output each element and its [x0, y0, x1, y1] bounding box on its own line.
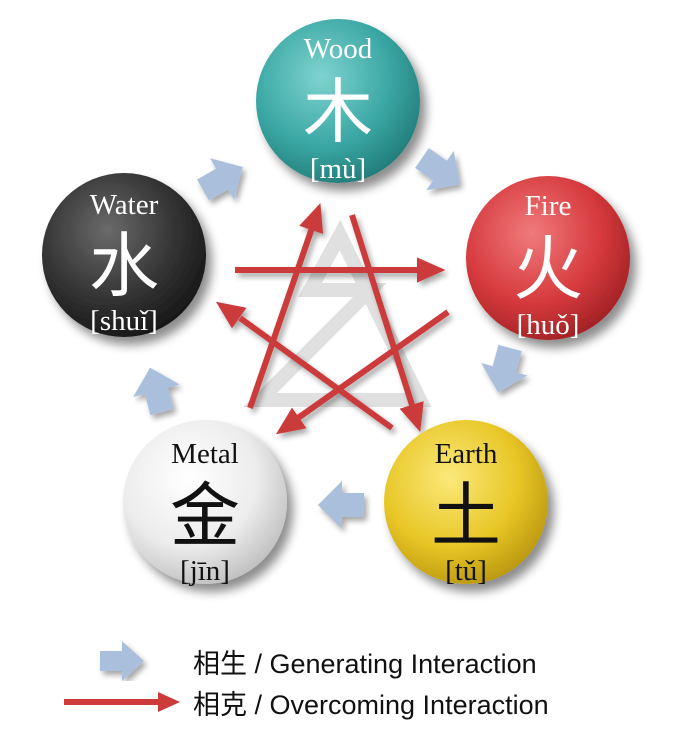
earth-pinyin: [tǔ]	[445, 555, 487, 587]
overcoming-arrow-wood-earth	[349, 214, 424, 433]
metal-glyph: 金	[170, 479, 240, 556]
water-circle	[42, 173, 206, 337]
water-glyph: 水	[89, 229, 159, 306]
overcoming-arrow-fire-metal	[275, 309, 450, 435]
generating-arrow-wood-fire	[415, 148, 460, 191]
overcoming-arrow-icon	[64, 692, 180, 712]
wood-circle	[256, 19, 420, 183]
element-water: Water 水 [shuǐ]	[42, 173, 206, 337]
element-metal: Metal 金 [jīn]	[123, 420, 287, 587]
metal-circle	[123, 420, 287, 584]
water-pinyin: [shuǐ]	[90, 305, 158, 337]
metal-pinyin: [jīn]	[180, 555, 230, 587]
wood-name: Wood	[304, 33, 373, 65]
generating-arrow-metal-water	[133, 367, 180, 416]
wood-pinyin: [mù]	[310, 153, 366, 185]
wood-glyph: 木	[303, 75, 373, 152]
diagram-canvas: Wood 木 [mù] Fire 火 [huǒ] Earth 土 [tǔ] Me…	[42, 19, 630, 587]
overcoming-arrow-water-fire	[235, 257, 446, 283]
earth-name: Earth	[435, 438, 498, 470]
generating-arrows	[133, 148, 528, 529]
generating-arrow-water-wood	[197, 158, 243, 201]
earth-circle	[384, 420, 548, 584]
overcoming-arrows	[215, 203, 450, 435]
star-shadow	[243, 219, 432, 407]
fire-pinyin: [huǒ]	[517, 309, 580, 341]
overcoming-arrow-earth-water	[215, 301, 394, 431]
element-earth: Earth 土 [tǔ]	[384, 420, 548, 587]
generating-arrow-earth-metal	[318, 481, 364, 529]
generating-arrow-icon	[100, 641, 144, 681]
earth-glyph: 土	[431, 479, 501, 556]
legend-overcoming-label: 相克 / Overcoming Interaction	[193, 689, 549, 720]
water-name: Water	[90, 189, 159, 221]
fire-circle	[466, 176, 630, 340]
element-fire: Fire 火 [huǒ]	[466, 176, 630, 341]
legend-overcoming: 相克 / Overcoming Interaction	[60, 682, 680, 722]
fire-glyph: 火	[513, 232, 583, 309]
generating-arrow-fire-earth	[481, 344, 528, 393]
fire-name: Fire	[525, 190, 572, 222]
overcoming-arrow-metal-wood	[247, 203, 324, 409]
metal-name: Metal	[171, 438, 239, 470]
legend-generating: 相生 / Generating Interaction	[60, 641, 680, 681]
legend-generating-label: 相生 / Generating Interaction	[193, 648, 537, 679]
element-wood: Wood 木 [mù]	[256, 19, 420, 185]
